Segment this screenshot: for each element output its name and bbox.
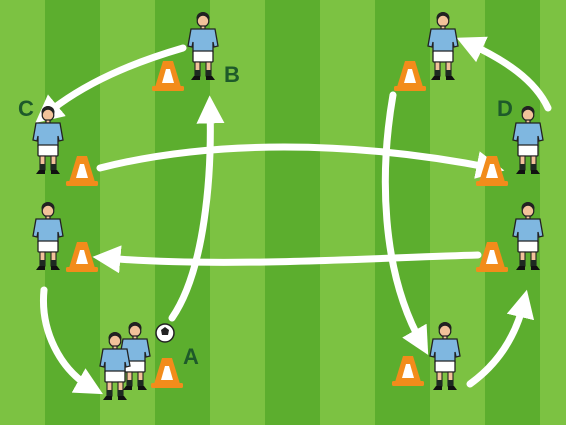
station-label-a: A bbox=[183, 344, 199, 369]
movement-arrows bbox=[35, 36, 552, 395]
station-label-d: D bbox=[497, 96, 513, 121]
arrow-icon bbox=[168, 95, 225, 322]
station-label-c: C bbox=[18, 96, 34, 121]
arrow-icon bbox=[96, 143, 505, 179]
arrow-icon bbox=[39, 286, 103, 395]
arrow-icon bbox=[92, 245, 482, 274]
station-label-b: B bbox=[224, 62, 240, 87]
arrow-icon bbox=[466, 289, 535, 388]
football-icon bbox=[155, 323, 175, 343]
arrow-icon bbox=[381, 91, 429, 355]
arrow-icon bbox=[456, 36, 552, 112]
arrow-icon bbox=[35, 44, 187, 124]
